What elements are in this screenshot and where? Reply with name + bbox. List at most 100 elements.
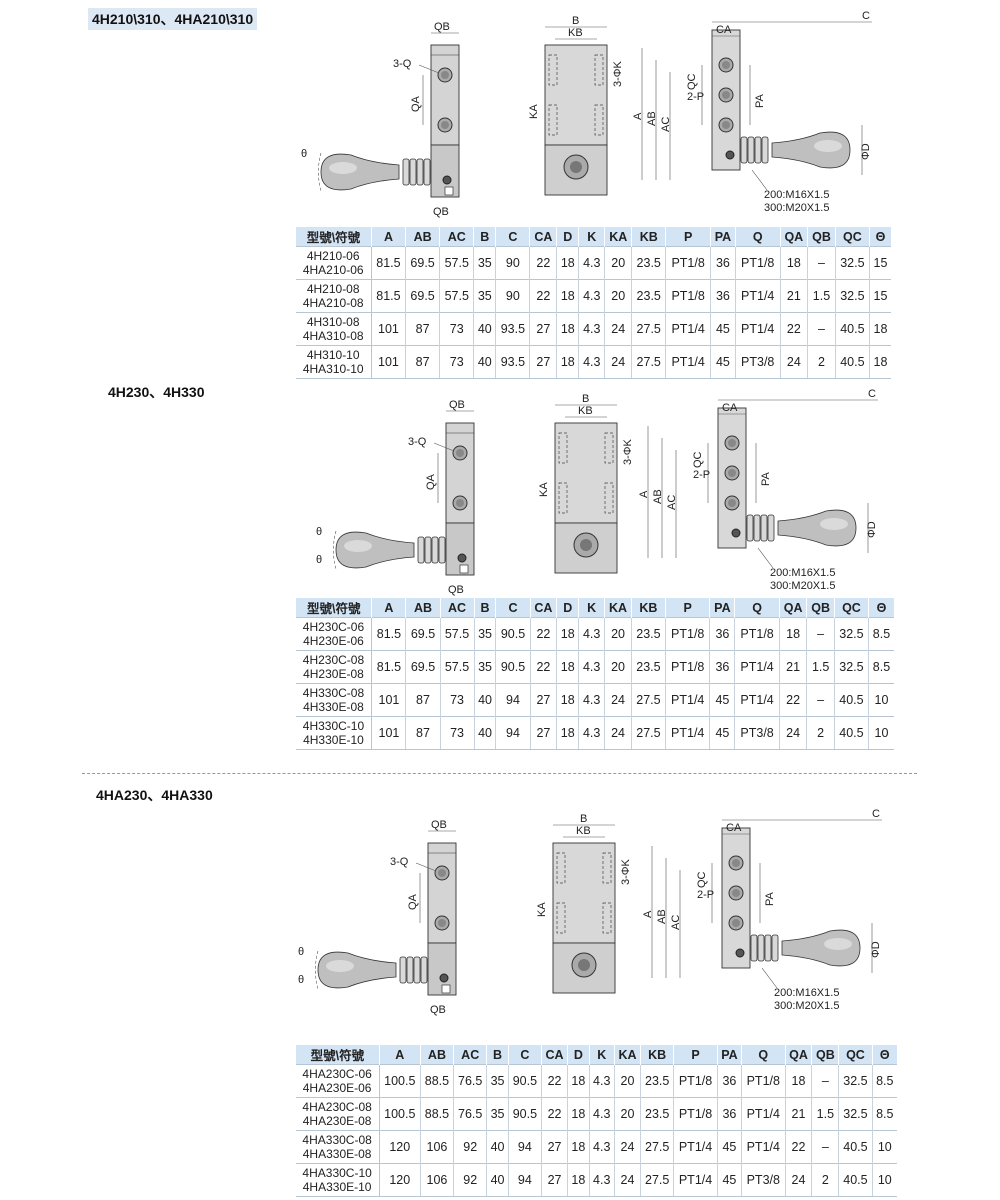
value-cell: 101 [371, 345, 406, 379]
value-cell: PT1/8 [734, 246, 781, 280]
dim-label: AC [666, 495, 678, 510]
value-cell: 4.3 [578, 345, 605, 379]
value-cell: 40.5 [833, 716, 869, 750]
value-cell: 8.5 [867, 617, 894, 651]
header-cell: D [556, 598, 579, 618]
dim-label: CA [716, 24, 732, 36]
header-cell: 型號\符號 [295, 227, 372, 247]
dim-label: θ [298, 974, 304, 986]
header-cell: C [495, 227, 530, 247]
value-cell: 40 [473, 716, 496, 750]
value-cell: 22 [779, 312, 808, 346]
value-cell: 69.5 [405, 617, 441, 651]
value-cell: – [807, 312, 836, 346]
dim-label: B [582, 393, 589, 405]
dim-label: PA [764, 891, 776, 906]
value-cell: 90 [495, 246, 530, 280]
value-cell: 88.5 [419, 1097, 454, 1131]
value-cell: 73 [439, 312, 474, 346]
value-cell: 18 [556, 246, 579, 280]
value-cell: 18 [556, 683, 579, 717]
value-cell: 2 [806, 716, 835, 750]
value-cell: 18 [556, 279, 579, 313]
value-cell: 35 [473, 617, 496, 651]
value-cell: 101 [371, 312, 406, 346]
dim-label: 200:M16X1.5 [770, 567, 835, 579]
value-cell: 4.3 [578, 246, 605, 280]
value-cell: 32.5 [838, 1064, 873, 1098]
model-code: 4H230C-06 [302, 620, 365, 634]
value-cell: PT1/4 [673, 1163, 718, 1197]
value-cell: 87 [405, 312, 440, 346]
dim-label: CA [722, 402, 738, 414]
value-cell: 36 [709, 617, 735, 651]
value-cell: 87 [405, 716, 441, 750]
value-cell: – [806, 683, 835, 717]
value-cell: 57.5 [439, 279, 474, 313]
header-cell: QB [806, 598, 835, 618]
value-cell: PT1/4 [741, 1130, 786, 1164]
value-cell: – [811, 1064, 839, 1098]
value-cell: 24 [778, 716, 807, 750]
dim-label: QB [448, 584, 464, 596]
dim-label: AB [656, 909, 668, 924]
value-cell: 22 [540, 1097, 568, 1131]
value-cell: 22 [529, 279, 557, 313]
header-cell: K [578, 598, 605, 618]
value-cell: 32.5 [834, 279, 870, 313]
model-code: 4H310-08 [306, 315, 360, 329]
value-cell: 24 [604, 345, 632, 379]
value-cell: 36 [709, 650, 735, 684]
dim-label: 3-ΦK [612, 60, 624, 87]
value-cell: – [807, 246, 836, 280]
dim-label: KB [576, 825, 591, 837]
header-cell: KB [630, 598, 666, 618]
model-code: 4H230E-06 [303, 634, 364, 648]
value-cell: 35 [486, 1064, 509, 1098]
value-cell: 23.5 [631, 279, 666, 313]
value-cell: PT1/8 [665, 279, 711, 313]
model-code: 4HA230C-08 [302, 1100, 372, 1114]
dim-label: QB [449, 399, 465, 411]
value-cell: 76.5 [453, 1064, 487, 1098]
dim-label: A [642, 910, 654, 918]
dim-label: 200:M16X1.5 [774, 987, 839, 999]
value-cell: 20 [613, 1064, 641, 1098]
value-cell: 57.5 [439, 617, 475, 651]
dim-label: QC [696, 871, 708, 888]
dim-label: QA [410, 95, 422, 112]
value-cell: 22 [529, 617, 557, 651]
value-cell: 27 [529, 345, 557, 379]
header-cell: A [370, 227, 406, 247]
value-cell: 2 [811, 1163, 839, 1197]
model-code: 4HA330E-08 [302, 1147, 372, 1161]
header-cell: C [507, 1045, 542, 1065]
header-cell: K [578, 227, 605, 247]
value-cell: 27 [529, 716, 557, 750]
value-cell: PT1/8 [673, 1097, 718, 1131]
value-cell: 32.5 [838, 1097, 873, 1131]
model-code: 4HA310-08 [302, 329, 364, 343]
model-code: 4HA310-10 [302, 362, 364, 376]
section-divider [82, 773, 917, 774]
value-cell: 18 [567, 1097, 590, 1131]
model-code: 4HA210-08 [302, 296, 364, 310]
header-cell: KB [631, 227, 666, 247]
header-cell: QB [811, 1045, 839, 1065]
value-cell: 27.5 [630, 683, 666, 717]
header-cell: QA [784, 1045, 812, 1065]
dim-label: C [862, 10, 870, 22]
value-cell: 69.5 [405, 246, 440, 280]
